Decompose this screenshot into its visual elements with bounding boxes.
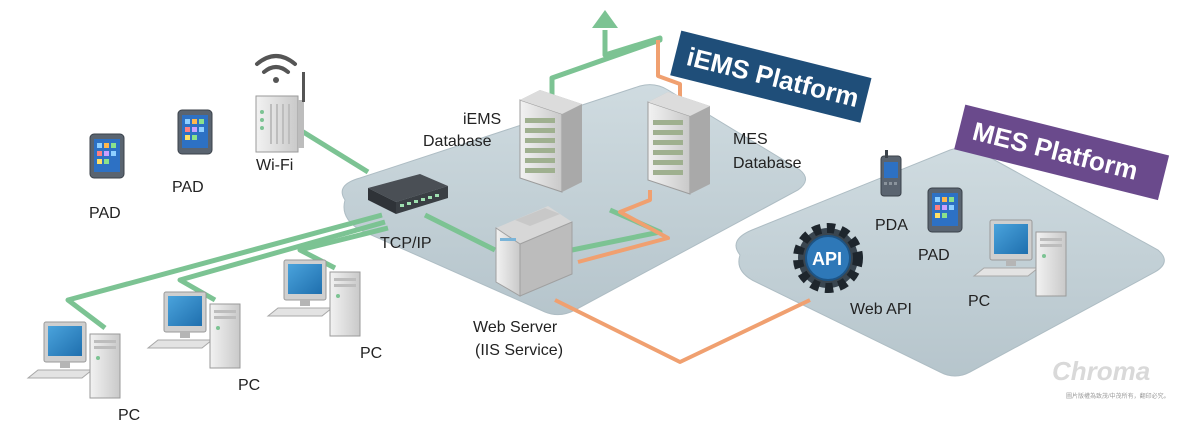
green-link-switch-web — [423, 212, 497, 253]
mes-platform-surface — [735, 147, 1165, 377]
upload-arrow-icon — [592, 10, 618, 28]
pc-icon-1 — [27, 321, 121, 399]
orange-link-webapi — [554, 298, 811, 364]
pc-label-1: PC — [118, 407, 140, 424]
green-link-iems-up — [549, 30, 663, 110]
web-server-icon — [495, 206, 573, 297]
wifi-signal-icon — [255, 54, 297, 83]
pad-icon-1 — [89, 133, 125, 179]
pad-icon-2 — [177, 109, 213, 155]
mes-db-label-1: MES — [733, 131, 768, 148]
green-link-pc1 — [65, 212, 383, 330]
iems-db-label-2: Database — [423, 133, 492, 150]
chroma-logo: Chroma — [1052, 356, 1150, 386]
mes-database-server-icon — [647, 91, 711, 195]
pda-icon — [880, 150, 902, 197]
pc-label-3: PC — [360, 345, 382, 362]
orange-link-mes-web — [577, 190, 670, 264]
iems-db-label-1: iEMS — [463, 111, 501, 128]
tcpip-label: TCP/IP — [380, 235, 432, 252]
pad-label-3: PAD — [918, 247, 950, 264]
pc-icon-2 — [147, 291, 241, 369]
pc-label-4: PC — [968, 293, 990, 310]
pc-label-2: PC — [238, 377, 260, 394]
web-server-label-1: Web Server — [473, 319, 558, 336]
web-api-label: Web API — [850, 301, 912, 318]
api-badge-text: API — [812, 249, 842, 269]
api-gear-icon: API — [793, 223, 863, 293]
web-server-label-2: (IIS Service) — [475, 342, 563, 359]
pad-label-1: PAD — [89, 205, 121, 222]
copyright-notice: 圖片版權為致茂/中茂所有，翻印必究。 — [1066, 392, 1170, 400]
green-link-wifi — [298, 127, 370, 175]
mes-db-label-2: Database — [733, 155, 802, 172]
pad-label-2: PAD — [172, 179, 204, 196]
network-switch-icon — [368, 174, 448, 214]
iems-database-server-icon — [519, 89, 583, 193]
pc-icon-3 — [267, 259, 361, 337]
pad-icon-3 — [927, 187, 963, 233]
wifi-router-icon — [255, 72, 305, 153]
pda-label: PDA — [875, 217, 908, 234]
wifi-label: Wi-Fi — [256, 157, 293, 174]
